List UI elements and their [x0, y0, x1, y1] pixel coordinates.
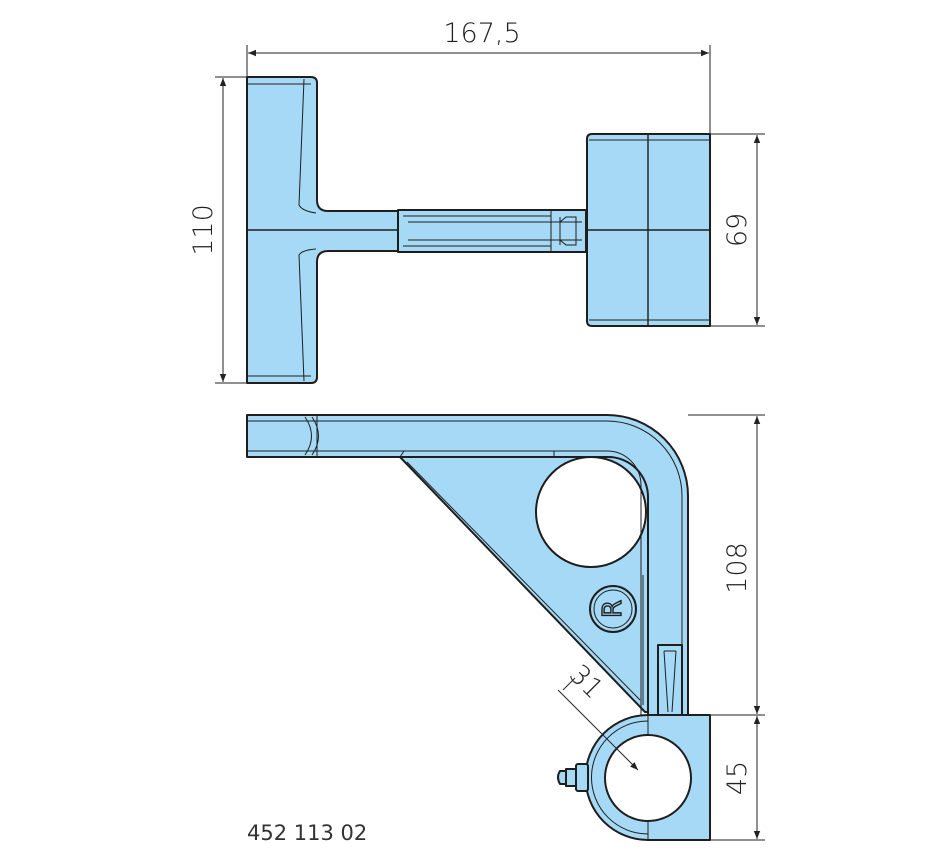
bracket-arm	[246, 414, 689, 716]
gusset	[399, 456, 649, 713]
side-view: R	[246, 414, 711, 841]
dim-height-top: 110	[188, 76, 247, 384]
dim-height-top-label: 110	[188, 204, 219, 256]
dim-clamp-height: 45	[710, 716, 765, 841]
grease-nipple-icon	[557, 763, 589, 792]
part-number: 452 113 02	[247, 821, 367, 845]
end-block	[586, 133, 711, 327]
dim-arm-height-label: 108	[722, 542, 753, 594]
rib	[657, 644, 683, 716]
dim-block-height-label: 69	[722, 213, 753, 247]
top-view	[246, 76, 711, 384]
dim-width-label: 167,5	[443, 18, 520, 49]
logo-letter: R	[598, 600, 628, 618]
registered-logo-icon: R	[589, 585, 637, 633]
dim-width: 167,5	[246, 18, 711, 134]
dim-arm-height: 108	[688, 414, 765, 716]
sleeve	[397, 209, 587, 253]
clamp	[584, 714, 711, 841]
dim-clamp-height-label: 45	[722, 761, 753, 795]
dim-block-height: 69	[710, 133, 765, 327]
